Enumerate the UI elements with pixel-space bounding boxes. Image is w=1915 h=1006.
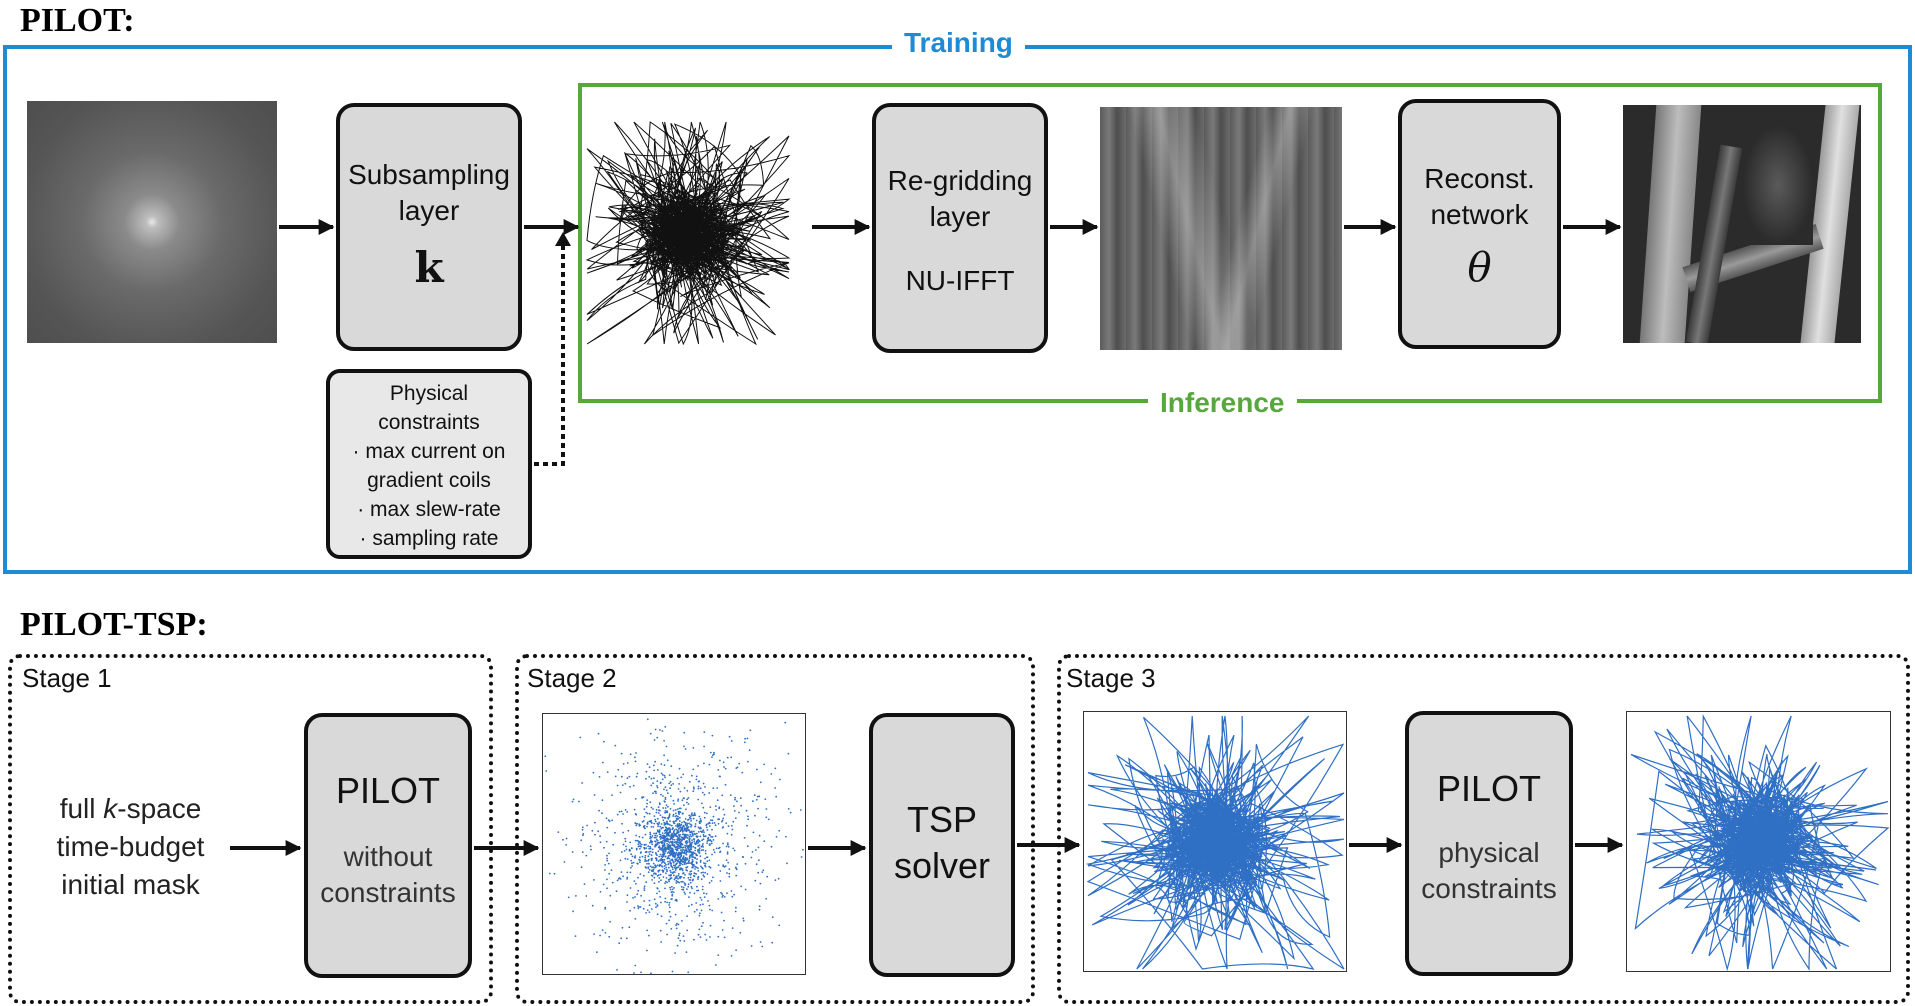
stage3-frame bbox=[1057, 654, 1910, 1004]
regridding-label-line3: NU-IFFT bbox=[905, 265, 1015, 296]
regridding-label-line2: layer bbox=[929, 201, 991, 232]
stage1-input-text: full k-space time-budget initial mask bbox=[38, 790, 223, 904]
regridding-layer-box: Re-gridding layer NU-IFFT bbox=[872, 103, 1048, 353]
constraint-item: · max slew-rate bbox=[357, 498, 501, 521]
stage2-frame bbox=[515, 654, 1035, 1004]
pilot-without-constraints-box: PILOT without constraints bbox=[304, 713, 472, 978]
scatter-sampling-image bbox=[542, 713, 806, 975]
reconst-label-line2: network bbox=[1430, 199, 1529, 230]
dotted-constraints-arrowhead bbox=[555, 232, 571, 246]
dotted-constraints-arrow bbox=[534, 245, 565, 466]
final-reconstruction-image bbox=[1623, 105, 1861, 343]
reconst-symbol: θ bbox=[1467, 245, 1492, 291]
tsp-line2: solver bbox=[893, 845, 991, 886]
pilot-title: PILOT bbox=[335, 770, 441, 811]
tsp-tour-image bbox=[1083, 711, 1347, 972]
constraint-item: gradient coils bbox=[367, 469, 491, 492]
subsampling-label-line2: layer bbox=[398, 195, 460, 226]
subsampling-symbol: k bbox=[414, 243, 444, 292]
pilot-sub-line1: physical bbox=[1438, 837, 1540, 868]
constraint-item: · max current on bbox=[352, 440, 506, 463]
pilot-sub-line2: constraints bbox=[320, 877, 456, 908]
input-line2: time-budget bbox=[56, 831, 205, 862]
kspace-image bbox=[27, 101, 277, 343]
tsp-line1: TSP bbox=[906, 799, 977, 840]
optimized-trajectory-image bbox=[1626, 711, 1891, 972]
training-label: Training bbox=[892, 28, 1025, 58]
stage2-label: Stage 2 bbox=[527, 663, 617, 693]
pilot-section-title: PILOT: bbox=[20, 2, 135, 39]
stage3-label: Stage 3 bbox=[1066, 663, 1156, 693]
pilot-tsp-section-title: PILOT-TSP: bbox=[20, 606, 208, 643]
reconst-network-box: Reconst. network θ bbox=[1398, 99, 1561, 349]
constraints-title-line1: Physical bbox=[389, 382, 469, 405]
tsp-solver-box: TSP solver bbox=[869, 713, 1015, 977]
physical-constraints-box: Physical constraints · max current on gr… bbox=[326, 369, 532, 559]
reconst-label-line1: Reconst. bbox=[1424, 163, 1535, 194]
constraint-item: · sampling rate bbox=[359, 527, 499, 550]
trajectory-image bbox=[585, 121, 791, 346]
subsampling-label-line1: Subsampling bbox=[348, 159, 510, 190]
stage1-frame bbox=[8, 654, 493, 1004]
stage1-label: Stage 1 bbox=[22, 663, 112, 693]
inference-label: Inference bbox=[1148, 388, 1297, 418]
subsampling-layer-box: Subsampling layer k bbox=[336, 103, 522, 351]
constraints-title-line2: constraints bbox=[378, 411, 480, 434]
regridding-label-line1: Re-gridding bbox=[887, 165, 1033, 196]
pilot-sub-line2: constraints bbox=[1421, 873, 1557, 904]
pilot-sub-line1: without bbox=[343, 841, 433, 872]
pilot-title: PILOT bbox=[1436, 768, 1542, 809]
pilot-physical-constraints-box: PILOT physical constraints bbox=[1405, 711, 1573, 976]
blurry-reconstruction-image bbox=[1100, 107, 1342, 350]
input-line1: full k-space bbox=[59, 793, 202, 824]
input-line3: initial mask bbox=[61, 869, 200, 900]
